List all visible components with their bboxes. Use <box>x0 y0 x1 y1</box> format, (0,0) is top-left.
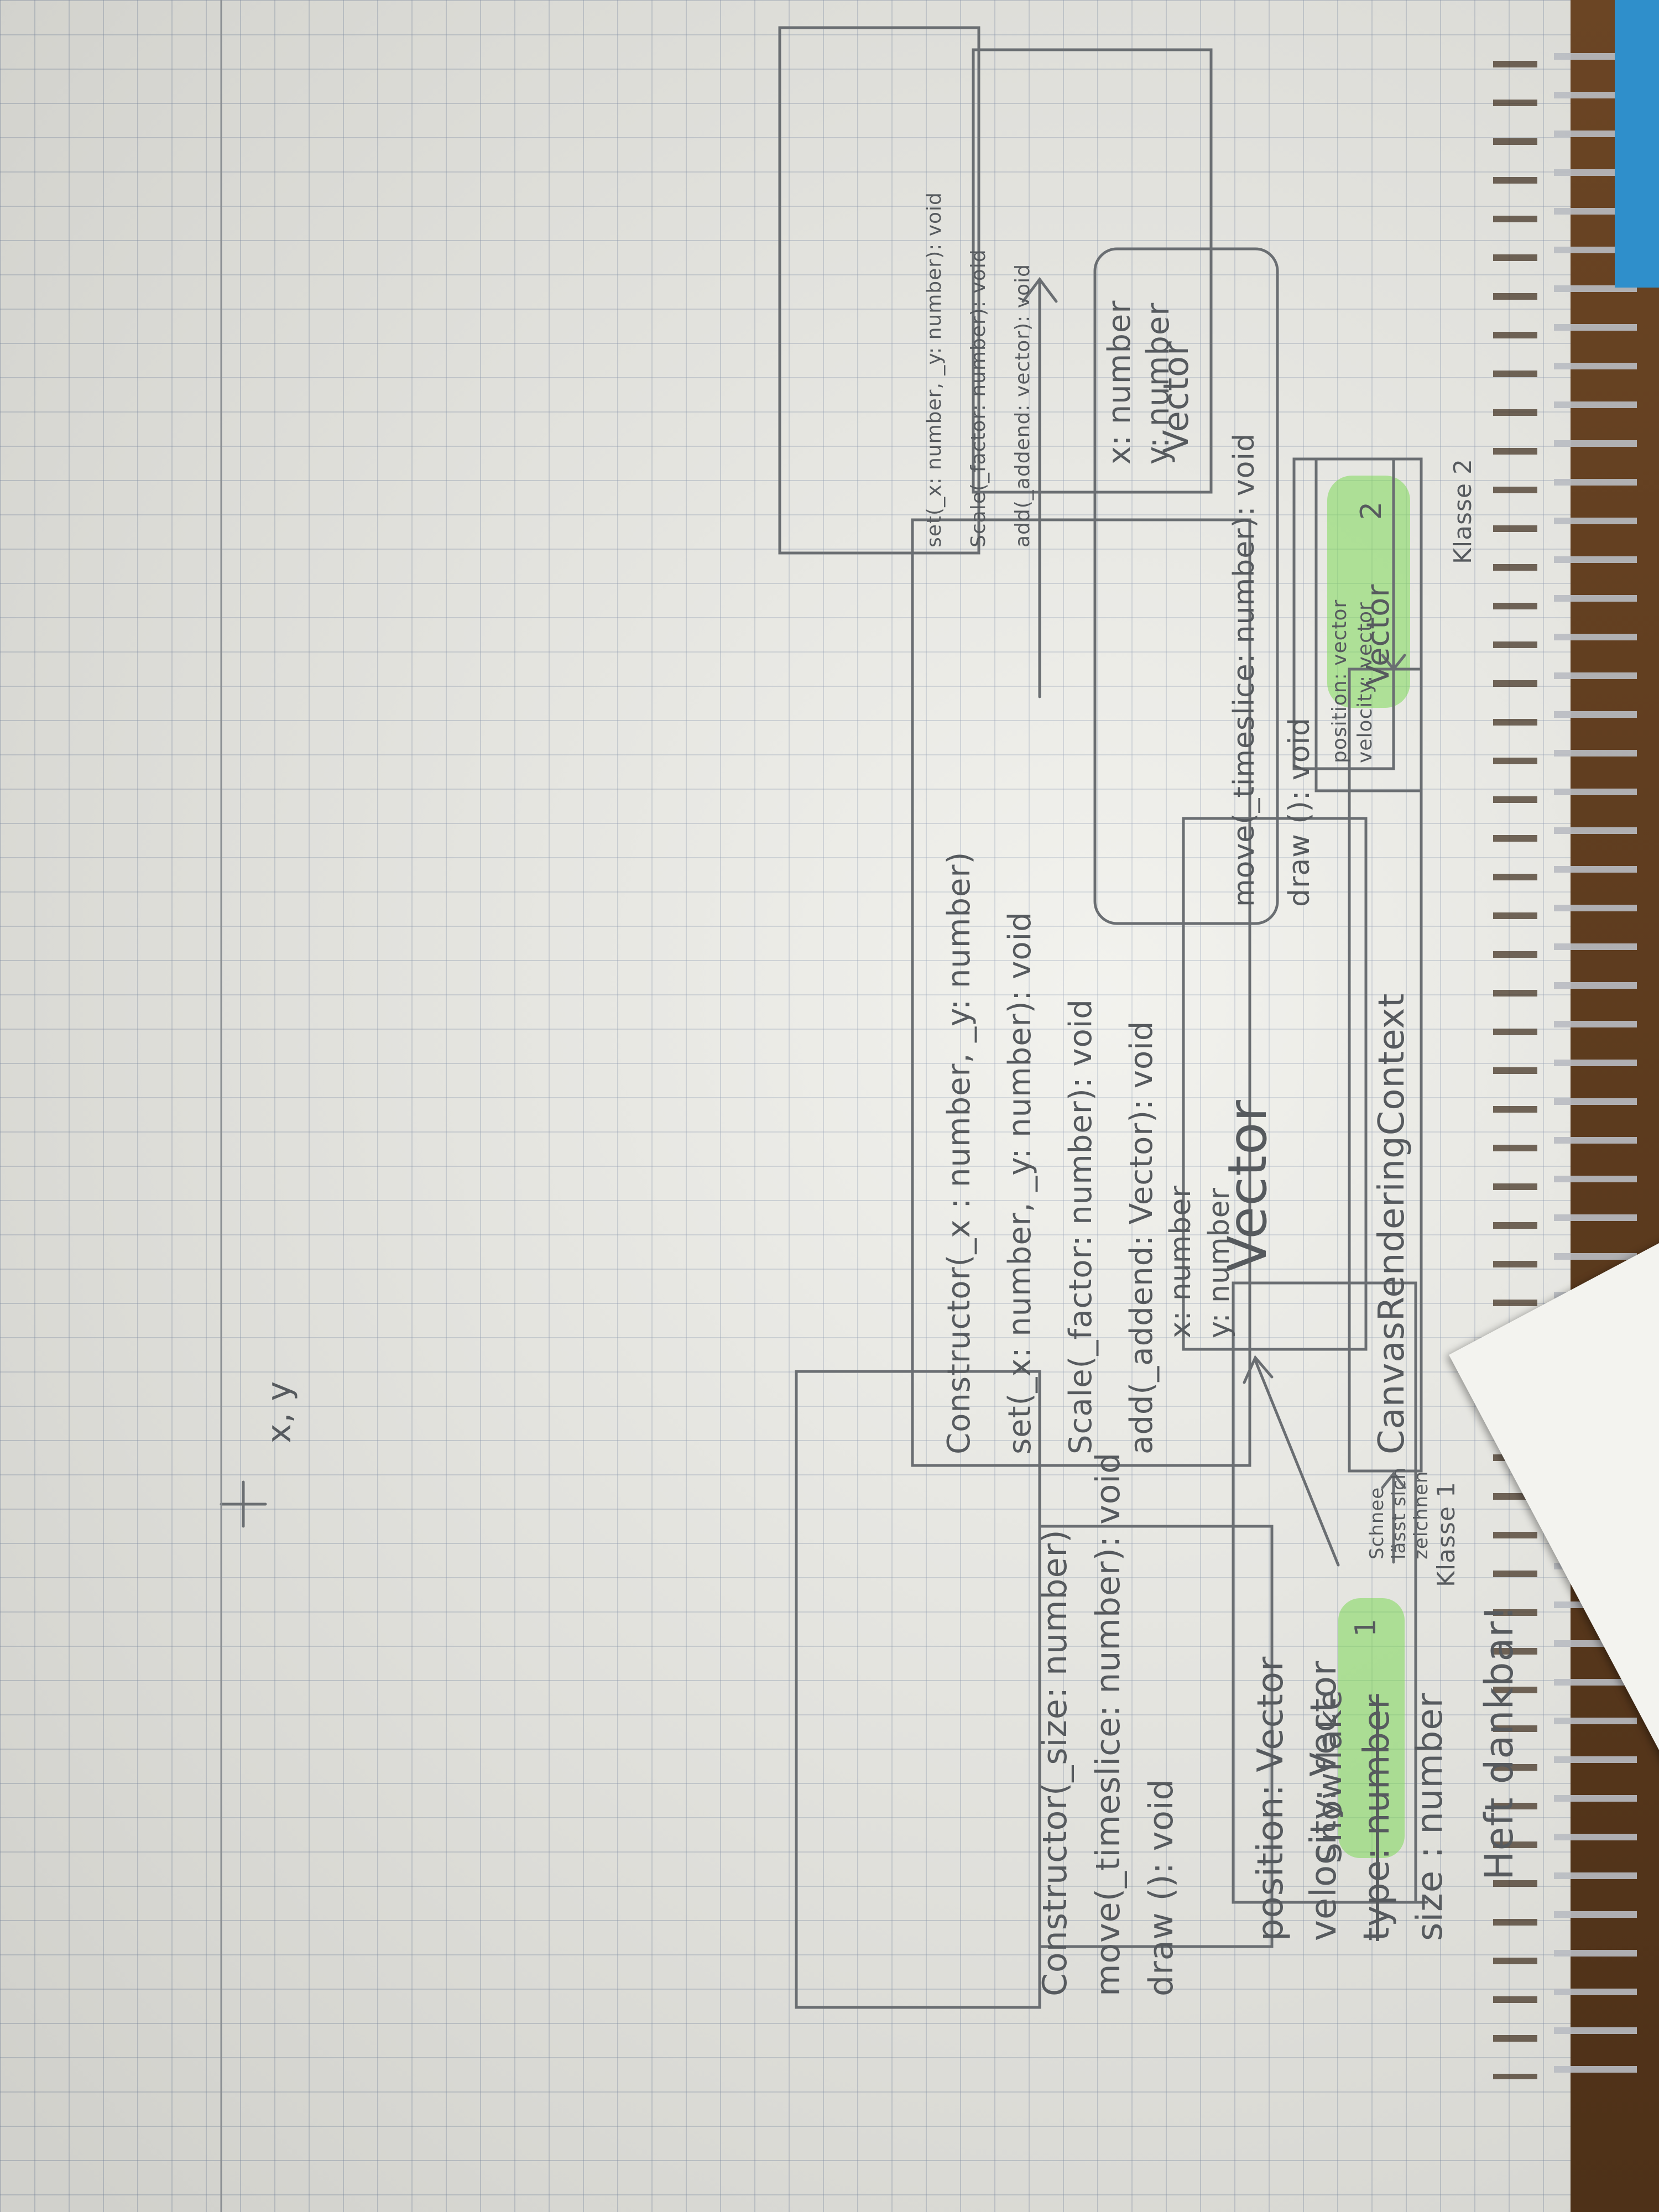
snowflake-attributes: position: Vector velocity: Vector type: … <box>1244 1656 1457 1941</box>
vector-top-attr-box <box>1182 817 1368 1351</box>
klasse2-attr: velocity: vector <box>1354 602 1376 763</box>
vector-bottom-method: Scale(_factor: number): void <box>967 249 990 547</box>
vector-bottom-attr-box <box>972 48 1213 494</box>
punch-holes <box>1493 33 1537 2079</box>
klasse2-method-box <box>1093 247 1279 925</box>
diagram-heading: Heft dankbar! <box>1477 1604 1522 1880</box>
arrow-label-line: lässt sich <box>1388 1467 1410 1559</box>
vector-top-method: add(_addend: Vector): void <box>1124 1020 1160 1454</box>
vector-bottom-attributes: x: number y: number <box>1100 300 1178 465</box>
snowflake-method: move(_timeslice: number): void <box>1089 1452 1128 1996</box>
vector-top-method: set(_x: number, _y: number): void <box>1002 911 1038 1454</box>
spiral-binding <box>1554 33 1637 2079</box>
klasse2-method: move(_timeslice: number): void <box>1228 433 1261 907</box>
klasse2-attributes: position: vector velocity: vector <box>1327 599 1378 763</box>
margin-note: x, y <box>260 1380 299 1443</box>
vector-top-method: Constructor(_x : number, _y: number) <box>941 851 977 1454</box>
arrowhead-canvas <box>1381 1471 1406 1489</box>
klasse2-badge: 2 <box>1355 500 1388 520</box>
vector-bottom-method: add(_addend: vector): void <box>1011 264 1034 547</box>
arrowhead-vector-bottom <box>1021 276 1058 303</box>
klasse2-method: draw (): void <box>1283 717 1316 907</box>
klasse2-attr: position: vector <box>1328 599 1351 763</box>
snowflake-methods: Constructor(_size: number) move(_timesli… <box>1029 1452 1188 1996</box>
vector-top-attr: y: number <box>1203 1187 1236 1338</box>
snowflake-attr: size : number <box>1410 1692 1451 1941</box>
snowflake-attr: type: number <box>1357 1694 1397 1941</box>
vector-bottom-method: set(_x: number, _y: number): void <box>923 192 946 547</box>
arrowhead-vector <box>1243 1355 1274 1384</box>
arrow-snow-vector <box>1254 1359 1340 1567</box>
snowflake-badge: 1 <box>1349 1618 1383 1637</box>
arrow-label-line: Schnee <box>1366 1486 1388 1559</box>
vector-bottom-methods: set(_x: number, _y: number): void Scale(… <box>912 192 1045 547</box>
snowflake-method: draw (): void <box>1142 1778 1181 1996</box>
snowflake-attr: velocity: Vector <box>1303 1660 1344 1941</box>
vector-top-methods: Constructor(_x : number, _y: number) set… <box>929 852 1172 1454</box>
notebook-page <box>0 0 1571 2212</box>
vector-bottom-attr: y: number <box>1140 302 1176 465</box>
vector-bottom-attr: x: number <box>1102 300 1138 465</box>
left-group-label: Klasse 1 <box>1432 1481 1460 1587</box>
snowflake-method-box <box>795 1370 1041 2009</box>
canvas-name: CanvasRenderingContext <box>1371 993 1412 1454</box>
snowflake-attr: position: Vector <box>1250 1656 1291 1941</box>
canvas-box <box>1348 667 1423 1473</box>
klasse2-highlight <box>1327 476 1410 708</box>
blue-marker-pen <box>1615 0 1659 288</box>
snowflake-method: Constructor(_size: number) <box>1036 1529 1074 1996</box>
arrow-label: Schnee lässt sich zeichnen <box>1366 1467 1432 1559</box>
snowflake-highlight <box>1338 1598 1405 1858</box>
klasse2-methods: move(_timeslice: number): void draw (): … <box>1217 433 1327 907</box>
right-group-label: Klasse 2 <box>1449 458 1477 564</box>
arrow-label-line: zeichnen <box>1410 1470 1432 1559</box>
vector-top-attributes: x: number y: number <box>1161 1185 1239 1338</box>
vector-top-method: Scale(_factor: number): void <box>1063 999 1099 1454</box>
vector-top-method-box <box>911 518 1251 1467</box>
vector-bottom-method-box <box>778 26 980 555</box>
klasse2-attr-box <box>1292 457 1395 770</box>
